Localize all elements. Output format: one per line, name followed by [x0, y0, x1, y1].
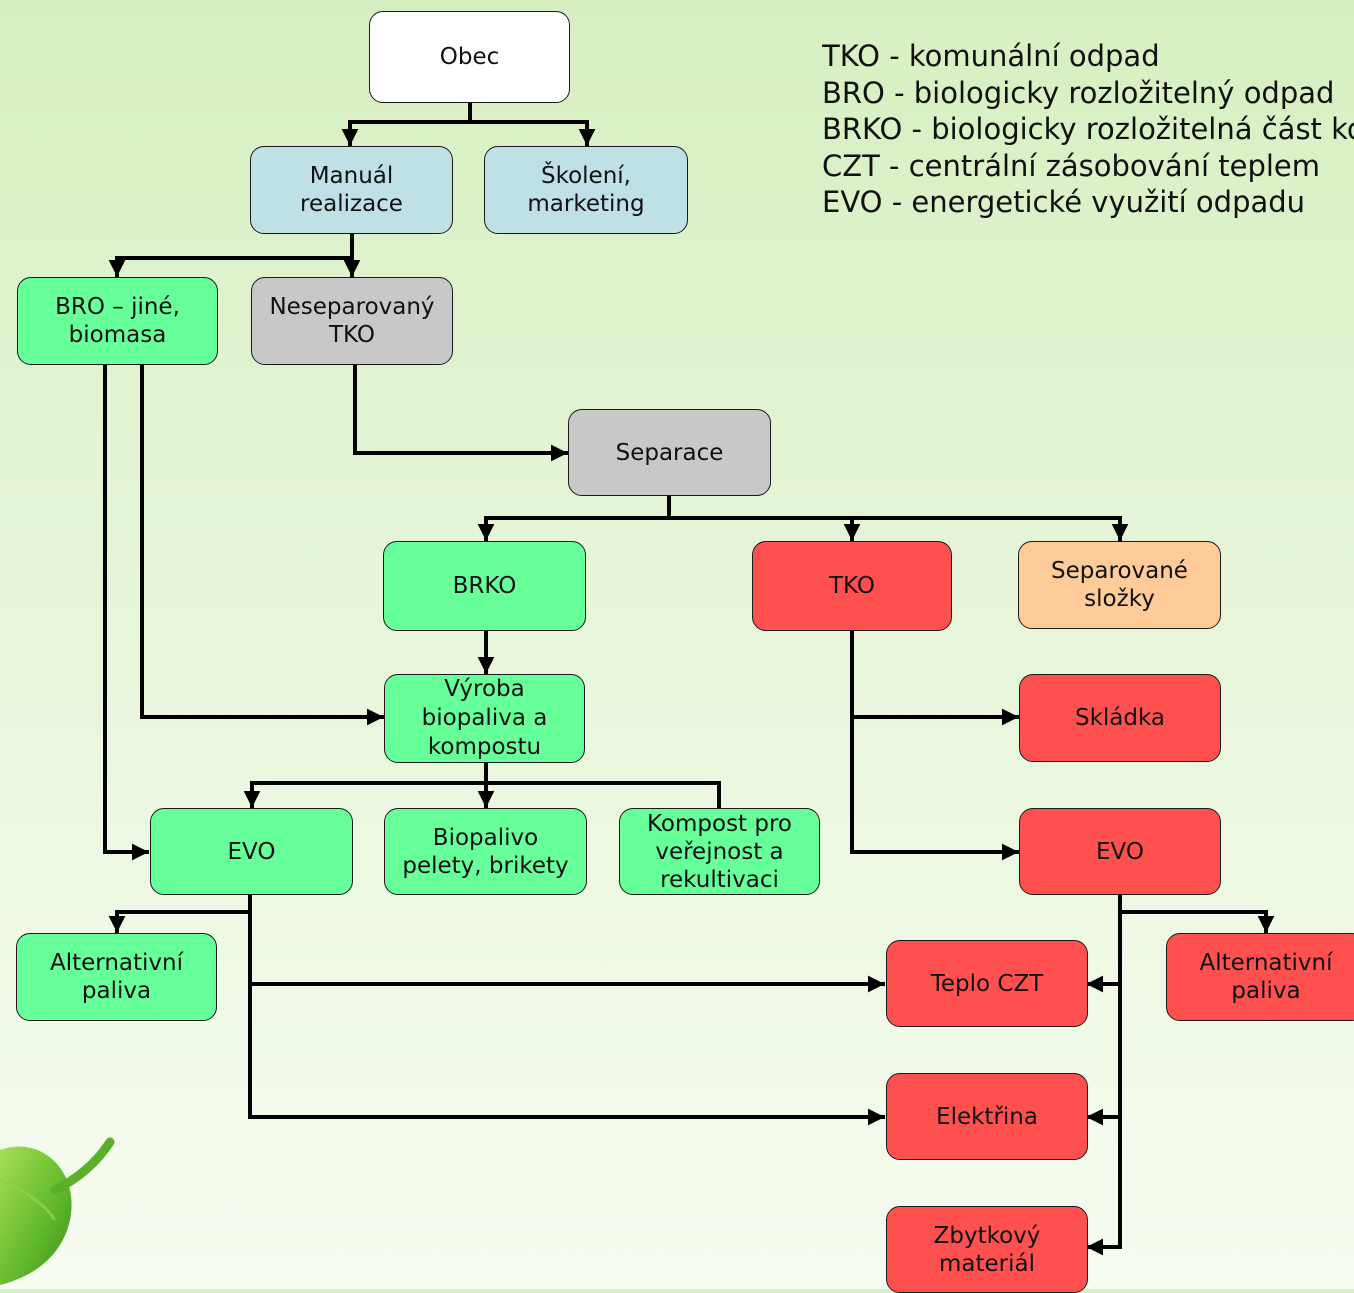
node-skladka: Skládka — [1019, 674, 1221, 762]
node-evo-green-label: EVO — [227, 838, 276, 865]
node-evo-green: EVO — [150, 808, 353, 895]
node-obec-label: Obec — [439, 44, 500, 70]
node-neseparovany-tko: Neseparovaný TKO — [251, 277, 453, 365]
legend-item-czt: CZT - centrální zásobování teplem — [822, 148, 1321, 183]
node-alt-red-label: Alternativní paliva — [1199, 950, 1333, 1004]
legend-item-tko: TKO - komunální odpad — [822, 39, 1160, 73]
connector-evo-green-to-teplo — [248, 910, 885, 993]
node-biopalivo: Biopalivo pelety, brikety — [384, 808, 587, 895]
node-tko: TKO — [752, 541, 952, 631]
node-elektrina-label: Elektřina — [936, 1103, 1038, 1130]
node-brko: BRKO — [383, 541, 586, 631]
node-tko-label: TKO — [829, 573, 875, 599]
node-biopalivo-label: Biopalivo pelety, brikety — [402, 824, 569, 879]
connector-bro-to-evo — [103, 362, 149, 861]
node-alternativni-paliva-green: Alternativní paliva — [16, 933, 217, 1021]
node-bro-label: BRO – jiné, biomasa — [55, 294, 180, 348]
node-separovane-slozky: Separované složky — [1018, 541, 1221, 629]
node-vyroba-biopaliva: Výroba biopaliva a kompostu — [384, 674, 585, 763]
node-neseparovany-label: Neseparovaný TKO — [269, 294, 435, 348]
node-teplo-label: Teplo CZT — [930, 970, 1044, 997]
node-alt-green-label: Alternativní paliva — [49, 950, 183, 1004]
legend-item-brko: BRKO - biologicky rozložitelná část komu… — [822, 112, 1354, 146]
node-brko-label: BRKO — [452, 573, 517, 599]
node-evo-red: EVO — [1019, 808, 1221, 895]
node-teplo-czt: Teplo CZT — [886, 940, 1088, 1027]
legend-item-bro: BRO - biologicky rozložitelný odpad — [822, 75, 1335, 110]
connector-tko-to-evo — [850, 715, 1019, 861]
node-separace-label: Separace — [615, 439, 724, 466]
node-evo-red-label: EVO — [1096, 838, 1144, 865]
node-elektrina: Elektřina — [886, 1073, 1088, 1160]
leaf-decoration-icon — [0, 1137, 115, 1285]
node-obec: Obec — [369, 11, 570, 103]
connector-to-separace — [353, 364, 568, 462]
legend: TKO - komunální odpad BRO - biologicky r… — [822, 38, 1354, 221]
connector-evo-green-to-elektrina — [248, 982, 885, 1126]
node-manual-label: Manuál realizace — [300, 163, 403, 217]
node-manual-realizace: Manuál realizace — [250, 146, 453, 234]
node-skoleni-marketing: Školení, marketing — [484, 146, 688, 234]
node-zbytkovy-material: Zbytkový materiál — [886, 1206, 1088, 1293]
legend-item-evo: EVO - energetické využití odpadu — [822, 185, 1306, 219]
node-kompost-label: Kompost pro veřejnost a rekultivaci — [646, 810, 793, 893]
node-skoleni-label: Školení, marketing — [527, 163, 645, 217]
connector-tko-to-skladka — [850, 629, 1019, 726]
node-kompost: Kompost pro veřejnost a rekultivaci — [619, 808, 820, 895]
node-skladka-label: Skládka — [1074, 705, 1165, 731]
node-bro-jine-biomasa: BRO – jiné, biomasa — [17, 277, 218, 365]
node-zbytkovy-label: Zbytkový materiál — [933, 1222, 1041, 1277]
node-separovane-label: Separované složky — [1051, 558, 1188, 612]
node-alternativni-paliva-red: Alternativní paliva — [1166, 933, 1354, 1021]
connector-bro-to-vyroba — [140, 362, 384, 726]
node-separace: Separace — [568, 409, 771, 496]
node-vyroba-label: Výroba biopaliva a kompostu — [421, 676, 548, 760]
